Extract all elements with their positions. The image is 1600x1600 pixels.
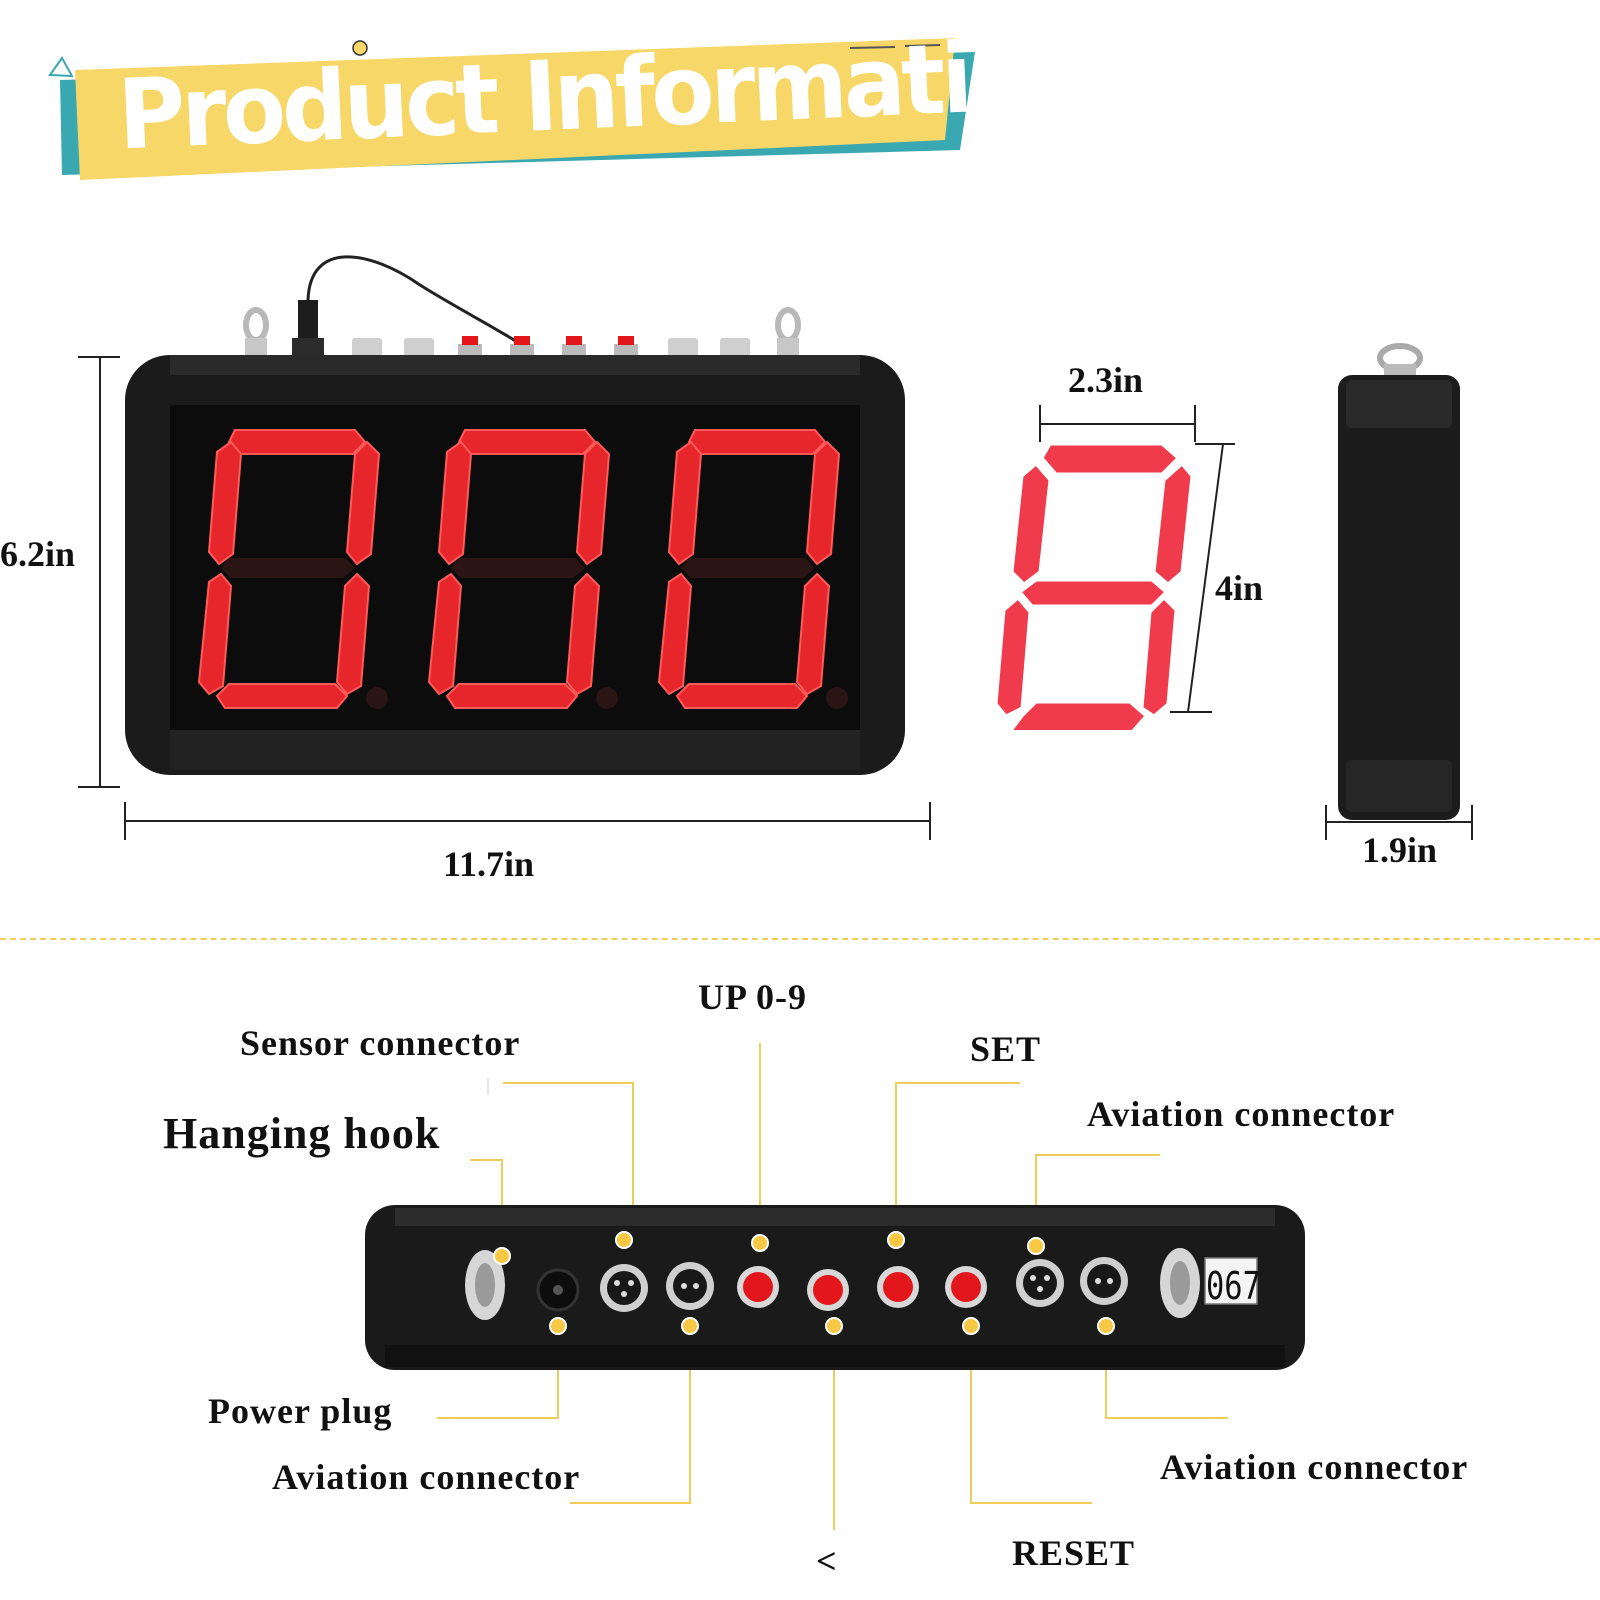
triangle-decoration-icon — [48, 56, 74, 78]
callout-sensor-connector: Sensor connector — [240, 1023, 521, 1063]
set-button-icon — [877, 1266, 919, 1308]
display-side-view — [1325, 343, 1473, 840]
callout-aviation-connector-left: Aviation connector — [272, 1457, 581, 1497]
hanging-hook-icon — [243, 307, 269, 360]
hanging-hook-icon — [1160, 1248, 1200, 1318]
left-button-icon — [807, 1269, 849, 1311]
hanging-hook-icon — [465, 1250, 505, 1320]
device-label-sticker: 067 — [1206, 1264, 1261, 1308]
top-panel-diagram — [365, 1043, 1305, 1530]
section-divider — [0, 938, 1600, 940]
aviation-connector-icon — [1016, 1259, 1064, 1307]
reset-button-icon — [945, 1266, 987, 1308]
callout-set: SET — [970, 1029, 1042, 1069]
height-label: 6.2in — [0, 534, 76, 574]
callout-up: UP 0-9 — [698, 977, 807, 1017]
up-button-icon — [737, 1266, 779, 1308]
callout-aviation-connector-top: Aviation connector — [1087, 1094, 1396, 1134]
width-label: 11.7in — [443, 844, 535, 884]
callout-left-arrow: < — [816, 1541, 838, 1581]
digit-size-diagram — [994, 405, 1235, 730]
width-dimension-line — [124, 802, 931, 840]
callout-hanging-hook: Hanging hook — [163, 1109, 441, 1158]
aviation-connector-icon — [1080, 1257, 1128, 1305]
hanging-hook-icon — [775, 307, 801, 360]
display-front-view — [125, 255, 905, 775]
height-dimension-line — [78, 356, 120, 788]
circle-decoration-icon — [352, 40, 368, 56]
callout-aviation-connector-right: Aviation connector — [1160, 1447, 1469, 1487]
aviation-connector-icon — [666, 1262, 714, 1310]
sensor-connector-icon — [600, 1264, 648, 1312]
digit-width-label: 2.3in — [1068, 360, 1144, 400]
depth-label: 1.9in — [1362, 830, 1438, 870]
callout-reset: RESET — [1012, 1533, 1136, 1573]
callout-power-plug: Power plug — [208, 1391, 393, 1431]
digit-height-label: 4in — [1215, 568, 1264, 608]
banner-graphic — [48, 38, 975, 180]
